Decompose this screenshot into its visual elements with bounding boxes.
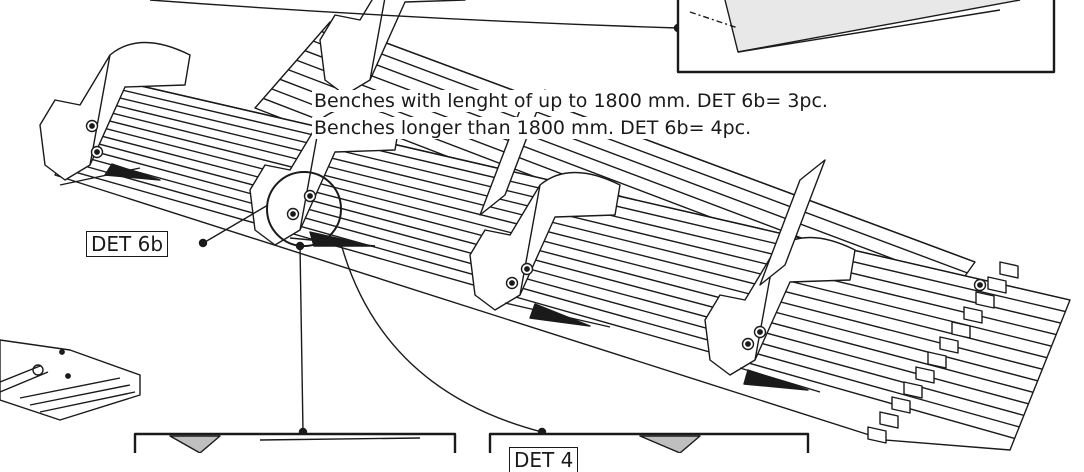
bolt-center — [509, 280, 515, 286]
slat-line — [100, 101, 1057, 336]
slat-end — [867, 426, 887, 444]
bolt-center — [757, 329, 763, 335]
bolt-center — [89, 123, 95, 129]
callout-det-6b: DET 6b — [86, 231, 169, 257]
slat-line — [313, 40, 960, 285]
bolt-center — [524, 266, 530, 272]
bench-frames — [39, 0, 856, 376]
slat-end — [891, 396, 911, 414]
bolts — [85, 119, 987, 351]
slat-end — [999, 261, 1019, 279]
detail-inset-bottom-left — [133, 432, 457, 453]
assembly-drawing — [0, 0, 1071, 453]
frame-edge — [519, 184, 541, 296]
slat-end — [903, 381, 923, 399]
bench-frame — [319, 0, 466, 96]
bolt-center — [977, 282, 983, 288]
slat-line — [91, 115, 1048, 359]
frame-edge — [89, 54, 111, 166]
cross-support — [759, 159, 826, 286]
slat-end — [963, 306, 983, 324]
bolt-center — [290, 211, 296, 217]
slat-end — [975, 291, 995, 309]
assembly-arrows — [59, 163, 821, 393]
bolt-center — [745, 341, 751, 347]
slat-line — [321, 30, 968, 274]
bolt-center — [307, 193, 313, 199]
slat-line — [68, 152, 1025, 417]
bench-frame — [39, 41, 191, 181]
slat-end — [939, 336, 959, 354]
slat-line — [73, 145, 1029, 405]
slat-end — [951, 321, 971, 339]
slat-end — [915, 366, 935, 384]
bolt-center — [94, 149, 100, 155]
bench-frame — [469, 171, 621, 311]
slat-line — [87, 123, 1043, 370]
slat-end — [987, 276, 1007, 294]
slat-line — [59, 167, 1015, 440]
small-bench-bottom-left — [0, 339, 141, 421]
slat-line — [64, 159, 1020, 428]
frame-edge — [369, 0, 386, 81]
slat-line — [329, 21, 976, 263]
bench-length-note-short: Benches with lenght of up to 1800 mm. DE… — [312, 90, 830, 112]
slat-line — [96, 108, 1052, 347]
bench-length-note-long: Benches longer than 1800 mm. DET 6b= 4pc… — [312, 117, 754, 139]
slat-end — [927, 351, 947, 369]
slat-end — [879, 411, 899, 429]
slat-line — [77, 137, 1034, 393]
detail-inset-top — [676, 0, 1056, 74]
slat-line — [82, 130, 1038, 382]
callout-det-4: DET 4 — [509, 447, 579, 472]
leader-lines — [149, 0, 683, 437]
slat-ends — [867, 261, 1019, 444]
